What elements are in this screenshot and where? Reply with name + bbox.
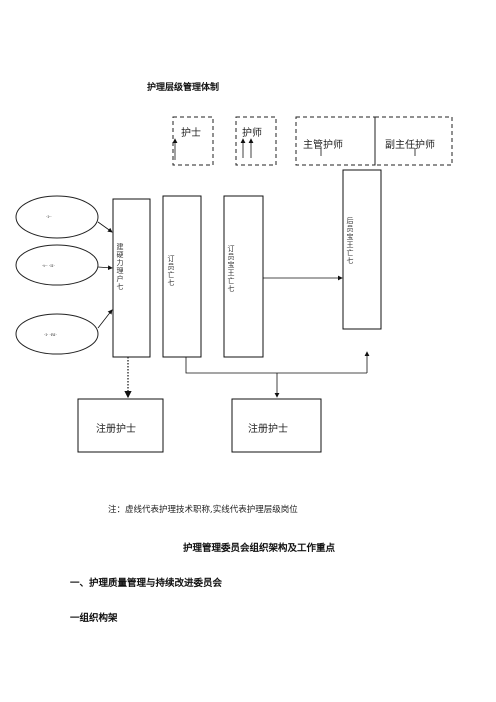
register-label-1: 注册护士 (96, 424, 136, 435)
arrow-ellipse-3 (97, 309, 113, 329)
top-box-deputy (374, 116, 453, 166)
register-label-2: 注册护士 (248, 424, 288, 435)
label-nurse: 护士 (181, 128, 201, 139)
label-senior-nurse: 护师 (242, 128, 262, 139)
bracket-line (185, 357, 367, 374)
ellipse-2 (15, 244, 99, 286)
register-box-2 (231, 398, 322, 453)
arrow-ellipse-1 (97, 221, 113, 233)
column-label-3: 订员宝王亡七 (227, 245, 235, 293)
heading-committee: 一、护理质量管理与持续改进委员会 (70, 578, 223, 589)
label-supervisor: 主管护师 (303, 140, 343, 151)
ellipse-label-3: -I- -RI- (44, 332, 57, 337)
legend-note: 注：虚线代表护理技术职称,实线代表护理层级岗位 (108, 505, 298, 515)
column-box-4 (342, 169, 382, 330)
column-box-2 (162, 195, 202, 358)
column-label-4: 后员宝王亡七 (346, 217, 354, 265)
ellipse-3 (15, 313, 99, 355)
column-label-1: 建硬力理户七 (116, 243, 124, 291)
ellipse-label-1: -I-- (46, 214, 52, 219)
arrow-ellipse-2 (97, 265, 113, 271)
column-box-1 (112, 198, 151, 358)
column-label-2: 订员亡七 (167, 255, 175, 287)
label-deputy: 副主任护师 (385, 140, 435, 151)
register-box-1 (77, 398, 164, 453)
ellipse-1 (15, 195, 99, 239)
column-box-3 (223, 195, 264, 358)
ellipse-label-2: -t-- -II- (42, 263, 55, 268)
diagram-title: 护理层级管理体制 (147, 83, 220, 93)
section-title: 护理管理委员会组织架构及工作重点 (183, 543, 336, 554)
top-box-nurse (172, 116, 214, 166)
top-box-senior-nurse (235, 116, 277, 166)
heading-structure: 一组织构架 (70, 613, 118, 624)
